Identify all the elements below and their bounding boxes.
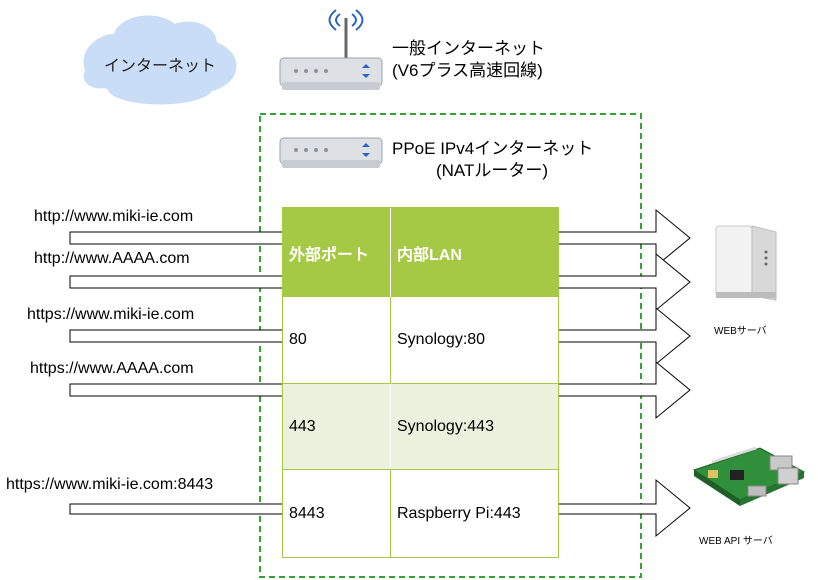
- url-label-5: https://www.miki-ie.com:8443: [6, 476, 214, 493]
- row-1-external: 80: [283, 297, 391, 383]
- url-label-1: http://www.miki-ie.com: [34, 208, 194, 225]
- api-server-label: WEB API サーバ: [699, 536, 773, 547]
- row-3-external: 8443: [283, 469, 391, 557]
- cloud-icon: [83, 15, 237, 105]
- header-internal-lan: 内部LAN: [391, 208, 558, 297]
- url-label-2: http://www.AAAA.com: [34, 250, 190, 267]
- url-label-4: https://www.AAAA.com: [30, 360, 194, 377]
- row-2-internal: Synology:443: [391, 383, 558, 469]
- row-1-internal: Synology:80: [391, 297, 558, 383]
- nat-router-line1: PPoE IPv4インターネット: [392, 139, 594, 158]
- router-top-label: 一般インターネット (V6プラス高速回線): [392, 38, 545, 82]
- web-server-label: WEBサーバ: [714, 326, 767, 337]
- raspberry-pi-icon: [692, 446, 806, 506]
- cloud-label: インターネット: [104, 58, 217, 75]
- header-external-port: 外部ポート: [283, 208, 391, 297]
- nat-boundary: [259, 113, 642, 578]
- url-label-3: https://www.miki-ie.com: [27, 306, 195, 323]
- nat-router-icon: [279, 137, 383, 168]
- nas-server-icon: [715, 225, 777, 301]
- nat-router-label: PPoE IPv4インターネット (NATルーター): [392, 138, 632, 182]
- router-top-line2: (V6プラス高速回線): [392, 61, 543, 80]
- router-top-line1: 一般インターネット: [392, 39, 545, 58]
- nat-router-line2: (NATルーター): [435, 161, 549, 180]
- row-3-internal: Raspberry Pi:443: [391, 469, 558, 557]
- router-wifi-icon: [279, 9, 383, 90]
- row-2-external: 443: [283, 383, 391, 469]
